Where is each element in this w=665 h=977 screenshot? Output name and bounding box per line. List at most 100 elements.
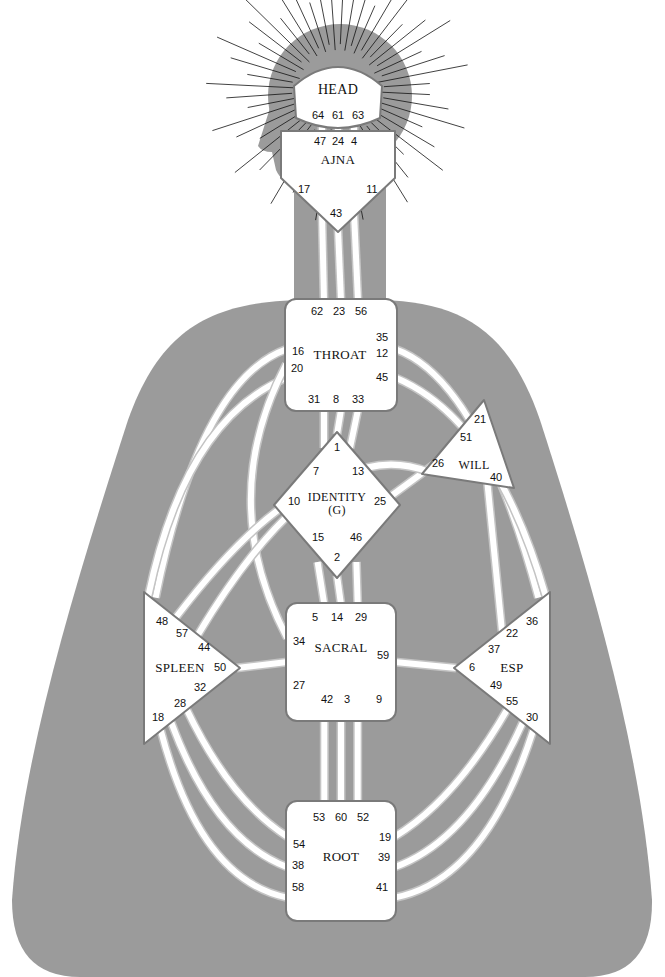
energy-center: HEAD646163 (288, 58, 388, 132)
channel (337, 576, 341, 605)
channel (341, 720, 342, 803)
gate-number: 10 (288, 496, 300, 508)
gate-number: 57 (176, 628, 188, 640)
gate-number: 38 (292, 860, 304, 872)
gate-number: 61 (332, 110, 344, 122)
ray-line (212, 104, 294, 131)
channel (356, 562, 357, 604)
center-name: ESP (500, 661, 523, 675)
gate-number: 37 (488, 644, 500, 656)
channel-fill (395, 662, 456, 668)
center-name: WILL (458, 459, 489, 472)
gate-number: 32 (194, 682, 206, 694)
center-shape (281, 131, 395, 232)
gate-number: 23 (333, 306, 345, 318)
channel (396, 378, 546, 596)
ray-line (329, 0, 336, 50)
channel-fill (176, 505, 285, 617)
gate-number: 22 (506, 628, 518, 640)
channel-fill (322, 213, 324, 300)
channel-edge (320, 720, 329, 803)
channel-edge (356, 562, 357, 604)
channel-edge (338, 229, 341, 301)
gate-number: 59 (377, 650, 389, 662)
gate-number: 25 (374, 496, 386, 508)
channel-fill (338, 720, 344, 803)
channel-edge (237, 662, 288, 668)
gate-number: 62 (311, 306, 323, 318)
ray-line (259, 43, 304, 69)
gate-number: 26 (432, 458, 444, 470)
channel-fill (237, 662, 288, 668)
gate-number: 54 (293, 839, 305, 851)
gate-number: 52 (357, 812, 369, 824)
gate-number: 49 (490, 680, 502, 692)
center-shape (144, 592, 240, 744)
gate-number: 5 (312, 612, 318, 624)
ray-line (244, 0, 310, 62)
center-shape (286, 801, 396, 921)
gate-number: 47 (314, 136, 326, 148)
gate-number: 3 (344, 694, 350, 706)
gate-number: 31 (308, 394, 320, 406)
channel-fill (161, 730, 287, 897)
channel-edge (161, 730, 287, 897)
ray-line (340, 0, 342, 44)
channel-edge (350, 410, 358, 448)
channel-edge (337, 576, 341, 605)
gate-number: 13 (352, 466, 364, 478)
channel-edge (395, 730, 533, 897)
channel-fill (171, 722, 287, 867)
channel-fill (318, 562, 325, 604)
channel (395, 730, 533, 897)
gate-number: 1 (334, 442, 340, 454)
gate-number: 44 (198, 642, 210, 654)
gate-number: 15 (312, 532, 324, 544)
gate-number: 19 (379, 832, 391, 844)
energy-center: 47244AJNA171143 (278, 128, 398, 234)
gate-number: 41 (376, 882, 388, 894)
gate-number: 40 (490, 472, 502, 484)
channel-fill (338, 229, 341, 301)
gate-number: 34 (293, 636, 305, 648)
ray-line (317, 0, 330, 45)
center-name: ROOT (323, 850, 360, 864)
energy-center: 5142934SACRAL59274239 (285, 602, 397, 722)
ray-line (345, 0, 357, 51)
ray-line (378, 92, 430, 95)
channel (338, 229, 341, 301)
channel-edge (171, 722, 287, 867)
channel (324, 410, 325, 448)
gate-number: 27 (293, 680, 305, 692)
energy-center: 5360521954ROOT39385841 (285, 800, 397, 922)
channel (357, 720, 358, 803)
channel (487, 481, 502, 631)
ray-line (384, 84, 430, 87)
gate-number: 55 (506, 696, 518, 708)
channel-edge (487, 481, 502, 631)
channel-edge (337, 410, 341, 435)
gate-number: 17 (298, 184, 310, 196)
channel (354, 213, 358, 300)
center-name: SACRAL (314, 641, 367, 655)
channel-edge (354, 213, 358, 300)
channel-fill (337, 410, 341, 435)
channel-edge (318, 562, 325, 604)
gate-number: 4 (351, 136, 357, 148)
channel-edge (395, 662, 456, 668)
gate-number: 24 (332, 136, 344, 148)
gate-number: 51 (460, 432, 472, 444)
center-name: SPLEEN (155, 661, 204, 675)
channel (350, 410, 358, 448)
gate-number: 63 (352, 110, 364, 122)
ray-line (382, 56, 445, 76)
center-name: IDENTITY (G) (302, 491, 372, 516)
ray-line (217, 37, 296, 72)
energy-center: 1713IDENTITY (G)102515462 (272, 430, 402, 580)
gate-number: 20 (291, 363, 303, 375)
gate-number: 12 (376, 348, 388, 360)
gate-number: 29 (355, 612, 367, 624)
channel-edge (337, 720, 346, 803)
gate-number: 45 (376, 372, 388, 384)
channel-fill (187, 710, 287, 837)
